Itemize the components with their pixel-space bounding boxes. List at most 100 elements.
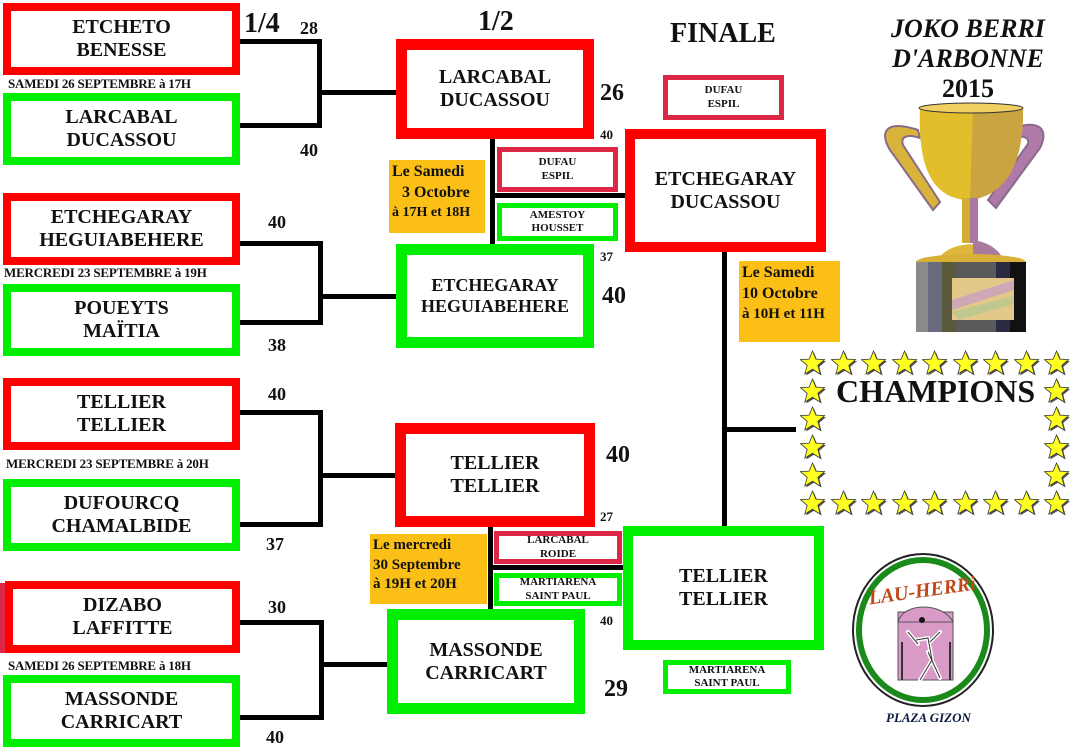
- star-icon: [922, 350, 948, 376]
- qf2-team1-box: ETCHEGARAY HEGUIABEHERE: [3, 193, 240, 265]
- qf4-team1-score: 30: [268, 597, 286, 617]
- qf1-date: SAMEDI 26 SEPTEMBRE à 17H: [8, 76, 191, 91]
- qf1-team2-score: 40: [300, 140, 318, 160]
- bracket-line: [319, 620, 324, 720]
- star-icon: [1044, 434, 1070, 460]
- round-label-final: FINALE: [670, 18, 776, 49]
- note-line: Le Samedi: [742, 264, 815, 281]
- team-name: LAFFITTE: [72, 617, 173, 639]
- bracket-line: [240, 123, 322, 128]
- sf2-schedule-note: Le mercredi 30 Septembre à 19H et 20H: [370, 534, 487, 604]
- sf1-consolation-team1-score: 40: [600, 127, 613, 142]
- star-icon: [1013, 490, 1040, 516]
- team-name: ESPIL: [707, 97, 740, 110]
- bracket-line: [320, 473, 400, 478]
- star-icon: [830, 350, 857, 376]
- star-icon: [861, 490, 887, 516]
- sf2-consolation-team1-score: 27: [600, 509, 613, 524]
- team-name: BENESSE: [76, 39, 167, 61]
- round-label-quarterfinal: 1/4: [244, 8, 280, 39]
- final-team1-box: ETCHEGARAY DUCASSOU: [625, 129, 826, 252]
- team-name: LARCABAL: [65, 106, 178, 128]
- sf1-consolation-team2-score: 37: [600, 249, 613, 264]
- star-icon: [983, 490, 1009, 516]
- team-name: MASSONDE: [429, 638, 543, 661]
- sf1-team2-box: ETCHEGARAY HEGUIABEHERE: [396, 244, 594, 348]
- bracket-line: [320, 90, 402, 95]
- sf1-team1-box: LARCABAL DUCASSOU: [396, 39, 594, 139]
- trophy-icon: [884, 102, 1045, 332]
- qf1-team1-box: ETCHETO BENESSE: [3, 3, 240, 75]
- team-name: DUCASSOU: [670, 190, 781, 213]
- team-name: DUCASSOU: [66, 129, 177, 151]
- champions-star-frame: [790, 345, 1080, 520]
- bracket-line: [320, 294, 400, 299]
- sf2-team1-score: 40: [606, 442, 630, 468]
- team-name: LARCABAL: [527, 534, 589, 547]
- star-icon: [952, 490, 979, 516]
- team-name: ETCHEGARAY: [431, 275, 559, 296]
- star-icon: [800, 490, 826, 516]
- team-name: HEGUIABEHERE: [420, 296, 570, 316]
- star-icon: [800, 406, 826, 432]
- team-name: ESPIL: [541, 169, 574, 182]
- qf2-date: MERCREDI 23 SEPTEMBRE à 19H: [4, 265, 207, 280]
- title-year: 2015: [942, 73, 994, 103]
- team-name: MAÏTIA: [83, 320, 160, 342]
- note-line: 3 Octobre: [402, 183, 470, 201]
- final-team2-box: TELLIER TELLIER: [623, 526, 824, 650]
- edge-marker: [0, 583, 6, 653]
- team-name: TELLIER: [77, 414, 166, 436]
- qf1-team1-score: 28: [300, 18, 318, 38]
- qf3-team2-box: DUFOURCQ CHAMALBIDE: [3, 479, 240, 551]
- star-icon: [800, 462, 826, 488]
- bracket-line: [240, 715, 324, 720]
- note-line: Le mercredi: [373, 537, 452, 553]
- bracket-line: [240, 241, 322, 246]
- sf1-consolation-team2-box: AMESTOY HOUSSET: [497, 203, 618, 241]
- team-name: TELLIER: [450, 475, 540, 497]
- star-icon: [830, 490, 857, 516]
- star-icon: [800, 350, 826, 376]
- bracket-line: [240, 320, 322, 325]
- note-line: Le Samedi: [392, 163, 465, 180]
- note-line: à 19H et 20H: [373, 576, 457, 592]
- team-name: AMESTOY: [529, 208, 586, 221]
- team-name: HOUSSET: [531, 222, 584, 234]
- team-name: ETCHEGARAY: [50, 206, 193, 228]
- qf4-team2-box: MASSONDE CARRICART: [3, 675, 240, 747]
- sf1-team1-score: 26: [600, 80, 624, 106]
- team-name: DUFAU: [704, 84, 743, 97]
- sf2-team2-box: MASSONDE CARRICART: [387, 609, 585, 714]
- champions-label: CHAMPIONS: [836, 373, 1036, 409]
- bracket-line: [722, 252, 727, 526]
- sf2-consolation-team2-score: 40: [600, 613, 613, 628]
- final-schedule-note: Le Samedi 10 Octobre à 10H et 11H: [739, 261, 840, 342]
- team-name: DUCASSOU: [439, 89, 551, 111]
- bracket-line: [320, 662, 390, 667]
- sf2-team2-score: 29: [604, 676, 628, 702]
- bracket-line: [240, 39, 322, 44]
- sf2-consolation-team2-box: MARTIARENA SAINT PAUL: [494, 573, 622, 606]
- star-icon: [800, 378, 826, 404]
- sf2-consolation-team1-box: LARCABAL ROIDE: [494, 531, 622, 564]
- qf2-team2-box: POUEYTS MAÏTIA: [3, 284, 240, 356]
- qf3-team2-score: 37: [266, 534, 284, 554]
- team-name: CARRICART: [60, 711, 183, 733]
- team-name: POUEYTS: [74, 297, 169, 319]
- qf4-date: SAMEDI 26 SEPTEMBRE à 18H: [8, 658, 191, 673]
- bracket-line: [724, 427, 796, 432]
- note-line: à 10H et 11H: [742, 305, 825, 322]
- sf1-consolation-team1-box: DUFAU ESPIL: [497, 147, 618, 192]
- round-label-semifinal: 1/2: [478, 6, 514, 37]
- team-name: DUFAU: [538, 156, 577, 169]
- qf4-team2-score: 40: [266, 727, 284, 747]
- logo-caption: PLAZA GIZON: [886, 710, 971, 725]
- star-icon: [922, 490, 948, 516]
- star-icon: [891, 350, 918, 376]
- team-name: ROIDE: [539, 547, 577, 560]
- team-name: SAINT PAUL: [694, 677, 760, 689]
- sf1-team2-score: 40: [602, 283, 626, 309]
- club-logo: LAU-HERRi: [852, 553, 994, 707]
- team-name: TELLIER: [77, 391, 166, 413]
